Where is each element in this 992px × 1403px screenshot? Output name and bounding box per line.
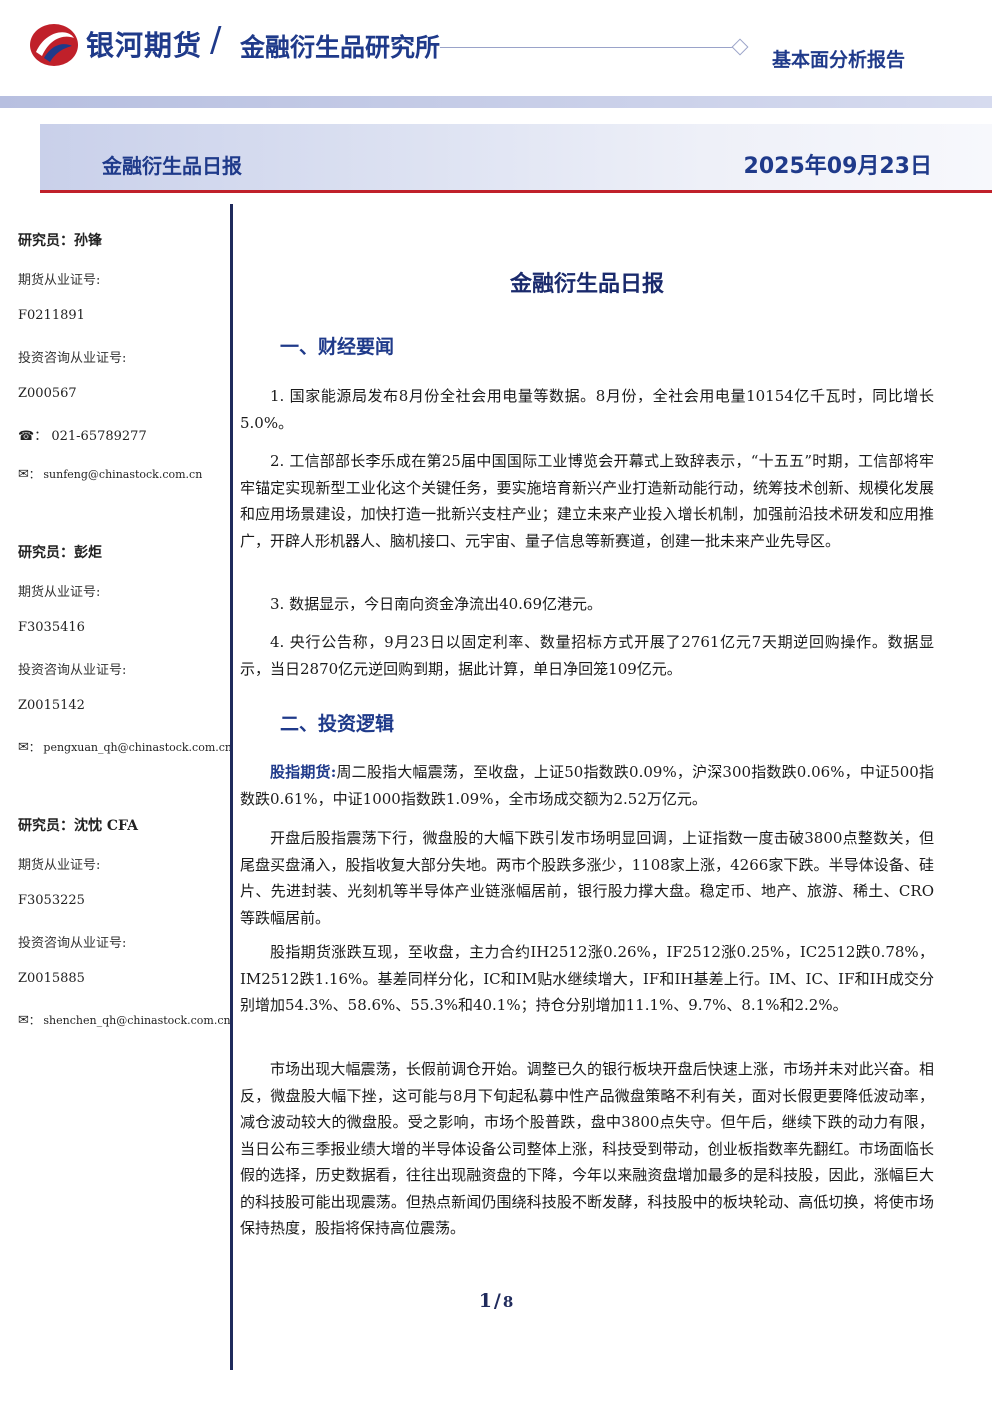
galaxy-logo-icon (30, 24, 78, 66)
title-band (40, 124, 992, 190)
news-item: 2. 工信部部长李乐成在第25届中国国际工业博览会开幕式上致辞表示，“十五五”时… (240, 452, 934, 550)
email-link[interactable]: shenchen_qh@chinastock.com.cn (43, 1014, 231, 1027)
page-separator: / (493, 1290, 501, 1312)
report-title: 金融衍生品日报 (102, 154, 242, 178)
futures-license-label: 期货从业证号: (18, 273, 101, 288)
institute-name: 金融衍生品研究所 (240, 33, 441, 62)
report-type: 基本面分析报告 (772, 49, 906, 71)
email-icon: ✉ (18, 467, 29, 482)
email-row: ✉： sunfeng@chinastock.com.cn (18, 467, 203, 482)
brand-name: 银河期货 (86, 29, 203, 62)
logic-paragraph: 市场出现大幅震荡，长假前调仓开始。调整已久的银行板块开盘后快速上涨，市场并未对此… (240, 1060, 934, 1237)
invest-license-no: Z0015142 (18, 698, 85, 713)
logic-paragraph: 股指期货涨跌互现，至收盘，主力合约IH2512涨0.26%，IF2512涨0.2… (240, 943, 934, 1014)
current-page: 1 (478, 1290, 492, 1312)
email-icon: ✉ (18, 740, 29, 755)
news-item: 3. 数据显示，今日南向资金净流出40.69亿港元。 (270, 595, 603, 613)
invest-license-label: 投资咨询从业证号: (18, 351, 127, 366)
invest-license-label: 投资咨询从业证号: (18, 663, 127, 678)
report-date: 2025年09月23日 (743, 154, 932, 179)
email-link[interactable]: sunfeng@chinastock.com.cn (43, 468, 203, 481)
logic-lead-paragraph: 股指期货:周二股指大幅震荡，至收盘，上证50指数跌0.09%，沪深300指数跌0… (240, 759, 934, 812)
header-slash: / (210, 20, 222, 60)
phone-number: 021-65789277 (51, 429, 147, 444)
section-heading: 二、投资逻辑 (280, 713, 395, 735)
logic-paragraph: 开盘后股指震荡下行，微盘股的大幅下跌引发市场明显回调，上证指数一度击破3800点… (240, 829, 934, 927)
email-row: ✉： shenchen_qh@chinastock.com.cn (18, 1013, 231, 1028)
invest-license-label: 投资咨询从业证号: (18, 936, 127, 951)
email-row: ✉： pengxuan_qh@chinastock.com.cn (18, 740, 233, 755)
futures-license-no: F0211891 (18, 308, 85, 323)
researcher-name: 研究员：彭炬 (18, 545, 102, 561)
header-decor-diamond (731, 38, 749, 56)
invest-license-no: Z000567 (18, 386, 77, 401)
section-heading: 一、财经要闻 (280, 336, 395, 358)
page-number: 1/8 (0, 1290, 992, 1312)
header-decor-line (440, 47, 735, 48)
vertical-divider (230, 204, 233, 1370)
researcher-name: 研究员：沈忱 CFA (18, 818, 138, 834)
email-icon: ✉ (18, 1013, 29, 1028)
phone-icon: ☎ (18, 429, 35, 444)
researcher-name: 研究员：孙锋 (18, 233, 102, 249)
lead-label: 股指期货: (270, 763, 337, 781)
news-item: 4. 央行公告称，9月23日以固定利率、数量招标方式开展了2761亿元7天期逆回… (240, 633, 934, 678)
email-link[interactable]: pengxuan_qh@chinastock.com.cn (43, 741, 233, 754)
futures-license-label: 期货从业证号: (18, 585, 101, 600)
total-pages: 8 (502, 1293, 514, 1311)
futures-license-no: F3035416 (18, 620, 85, 635)
lead-text: 周二股指大幅震荡，至收盘，上证50指数跌0.09%，沪深300指数跌0.06%，… (240, 763, 934, 808)
invest-license-no: Z0015885 (18, 971, 85, 986)
phone-row: ☎： 021-65789277 (18, 429, 147, 444)
header-band (0, 96, 992, 108)
top-header: 银河期货 / 金融衍生品研究所 基本面分析报告 (0, 0, 992, 108)
title-band-underline (40, 190, 992, 193)
futures-license-no: F3053225 (18, 893, 85, 908)
futures-license-label: 期货从业证号: (18, 858, 101, 873)
document-title: 金融衍生品日报 (509, 272, 664, 297)
news-item: 1. 国家能源局发布8月份全社会用电量等数据。8月份，全社会用电量10154亿千… (240, 387, 934, 432)
